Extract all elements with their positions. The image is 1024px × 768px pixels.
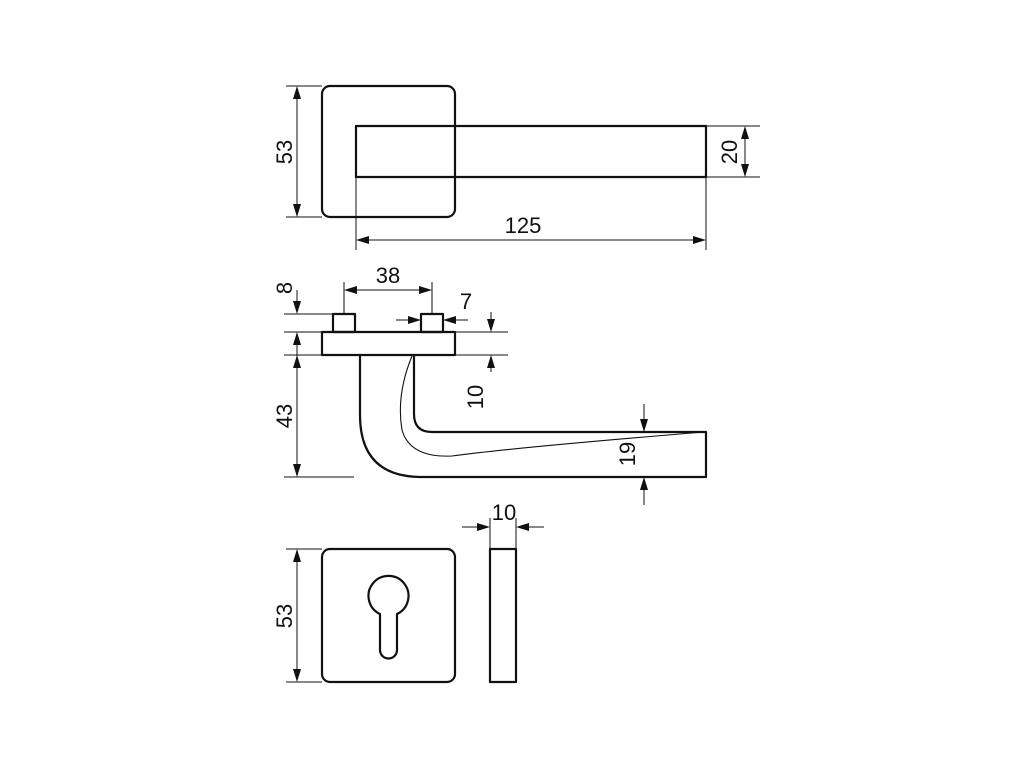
dim-label-escutcheon-height: 53 — [272, 604, 297, 628]
side-view: 38 7 8 10 — [272, 263, 708, 505]
top-view: 53 20 125 — [272, 84, 760, 250]
lever-bar-top — [354, 124, 708, 179]
pin-right — [419, 312, 445, 334]
lever-profile — [358, 353, 708, 479]
dim-label-lever-length: 125 — [505, 213, 542, 238]
dim-label-top-rose-height: 53 — [272, 140, 297, 164]
dim-lever-height: 20 — [706, 125, 760, 178]
dim-grip-thickness: 19 — [615, 404, 648, 505]
dim-label-escutcheon-thickness: 10 — [492, 500, 516, 525]
base-plate — [320, 330, 457, 357]
dim-handle-projection: 43 — [272, 354, 354, 478]
dim-escutcheon-height: 53 — [272, 548, 322, 683]
keyhole-cutout — [367, 574, 410, 660]
top-rose — [320, 84, 457, 219]
dim-base-thickness: 10 — [455, 312, 508, 409]
escutcheon-view: 10 53 — [272, 500, 544, 684]
escutcheon-side-profile — [488, 547, 518, 684]
dim-lever-length: 125 — [355, 177, 707, 250]
dim-top-rose-height: 53 — [272, 85, 322, 218]
dim-label-pin-height: 8 — [272, 282, 297, 294]
lever-contour-line — [399, 355, 705, 457]
dim-spindle-spacing: 38 — [343, 263, 433, 314]
dim-label-pin-width: 7 — [460, 289, 472, 314]
dim-label-base-thickness: 10 — [463, 385, 488, 409]
dim-escutcheon-thickness: 10 — [462, 500, 544, 549]
dim-label-grip-thickness: 19 — [615, 442, 640, 466]
dim-label-lever-height: 20 — [717, 140, 742, 164]
dim-pin-height: 8 — [272, 282, 333, 356]
escutcheon-plate — [320, 547, 457, 684]
dim-label-spindle-spacing: 38 — [376, 263, 400, 288]
dim-pin-width: 7 — [396, 289, 472, 324]
pin-left — [331, 312, 357, 334]
dim-label-handle-projection: 43 — [272, 404, 297, 428]
